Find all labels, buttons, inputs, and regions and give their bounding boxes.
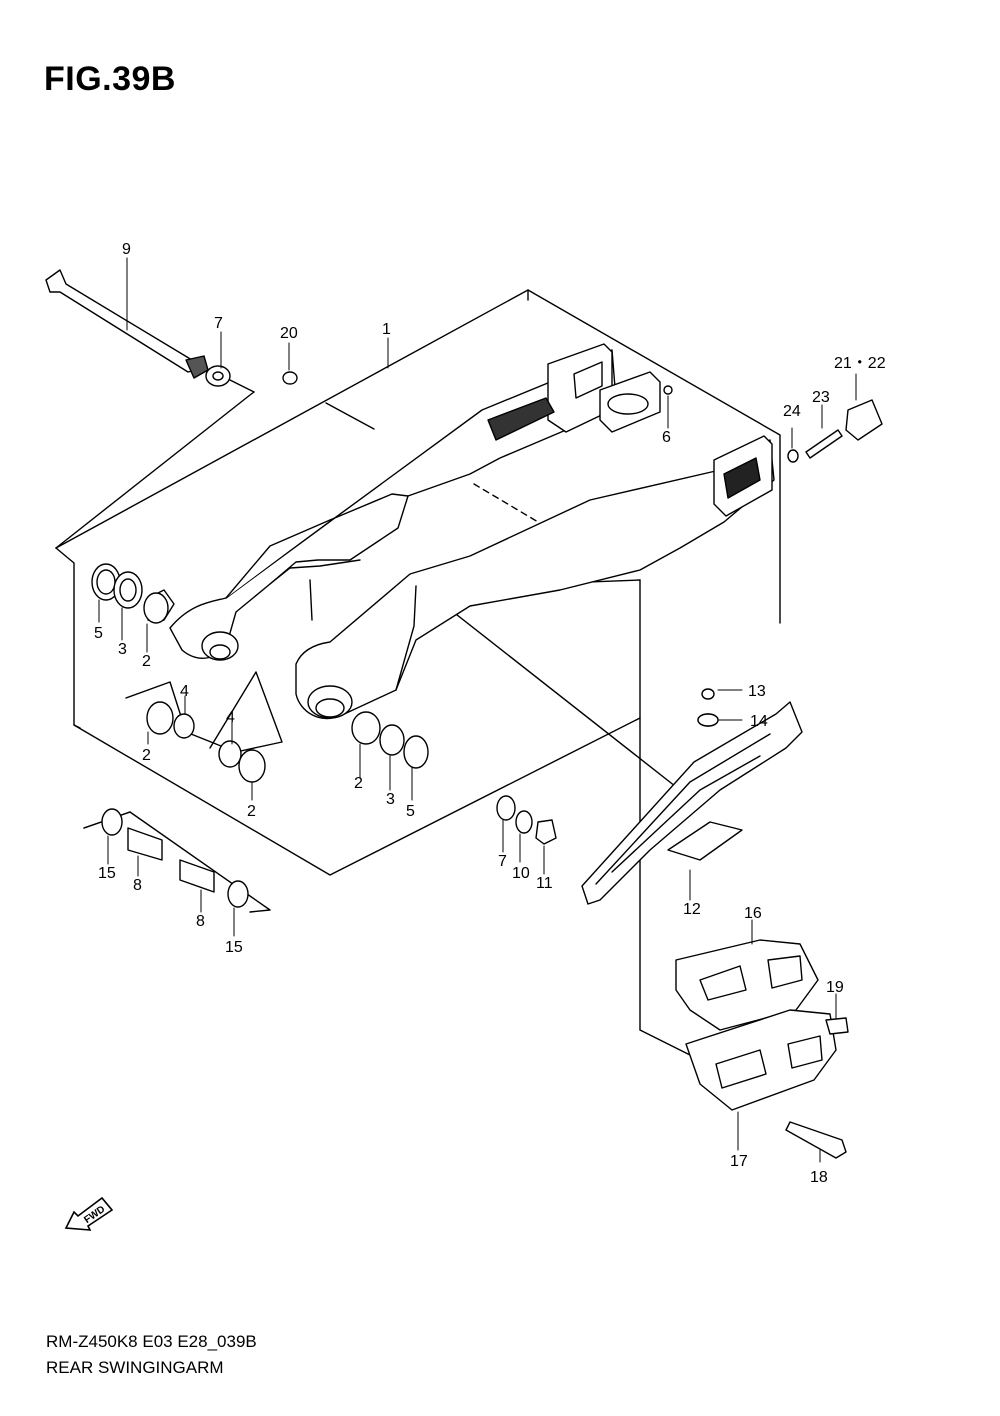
callout-21-22: 21・22 (834, 355, 886, 372)
callout-4a: 4 (180, 683, 189, 700)
callout-10: 10 (512, 865, 530, 882)
callout-3b: 3 (386, 791, 395, 808)
callout-20: 20 (280, 325, 298, 342)
chain-adjuster-parts (663, 385, 883, 727)
callout-2d: 2 (354, 775, 363, 792)
callout-11: 11 (536, 875, 553, 892)
figure-title: FIG.39B (44, 60, 176, 98)
center-pivot-parts (101, 701, 557, 908)
callout-13: 13 (748, 683, 766, 700)
callout-8b: 8 (196, 913, 205, 930)
callout-15a: 15 (98, 865, 116, 882)
chain-slider (581, 688, 803, 905)
callout-6: 6 (662, 429, 671, 446)
callout-8a: 8 (133, 877, 142, 894)
callout-5a: 5 (94, 625, 103, 642)
pivot-shaft (45, 269, 209, 379)
callout-12: 12 (683, 901, 701, 918)
callout-16: 16 (744, 905, 762, 922)
callout-labels: 9 7 20 1 6 21・22 23 24 5 3 2 4 2 4 2 2 3… (94, 241, 886, 1186)
callout-1: 1 (382, 321, 391, 338)
callout-18: 18 (810, 1169, 828, 1186)
callout-7b: 7 (498, 853, 507, 870)
callout-15b: 15 (225, 939, 243, 956)
diagram-name: REAR SWINGINGARM (46, 1358, 224, 1377)
callout-2b: 2 (142, 747, 151, 764)
callout-2c: 2 (247, 803, 256, 820)
callout-24: 24 (783, 403, 801, 420)
callout-7a: 7 (214, 315, 223, 332)
fwd-arrow-icon: FWD (64, 1196, 114, 1231)
assembly-frame-lines (55, 289, 781, 1056)
callout-9: 9 (122, 241, 131, 258)
axle-slot-ends (487, 343, 773, 517)
left-pivot-parts (91, 365, 298, 624)
callout-17: 17 (730, 1153, 748, 1170)
callout-23: 23 (812, 389, 830, 406)
leader-lines (98, 257, 857, 1163)
callout-2a: 2 (142, 653, 151, 670)
adjuster-plate (599, 371, 661, 433)
model-code: RM-Z450K8 E03 E28_039B (46, 1332, 257, 1351)
chain-guide (675, 939, 849, 1159)
swingarm-body (169, 349, 775, 720)
callout-14: 14 (750, 713, 768, 730)
pivot-bosses (201, 631, 353, 719)
callout-5b: 5 (406, 803, 415, 820)
callout-4b: 4 (226, 709, 235, 726)
callout-3a: 3 (118, 641, 127, 658)
callout-19: 19 (826, 979, 844, 996)
